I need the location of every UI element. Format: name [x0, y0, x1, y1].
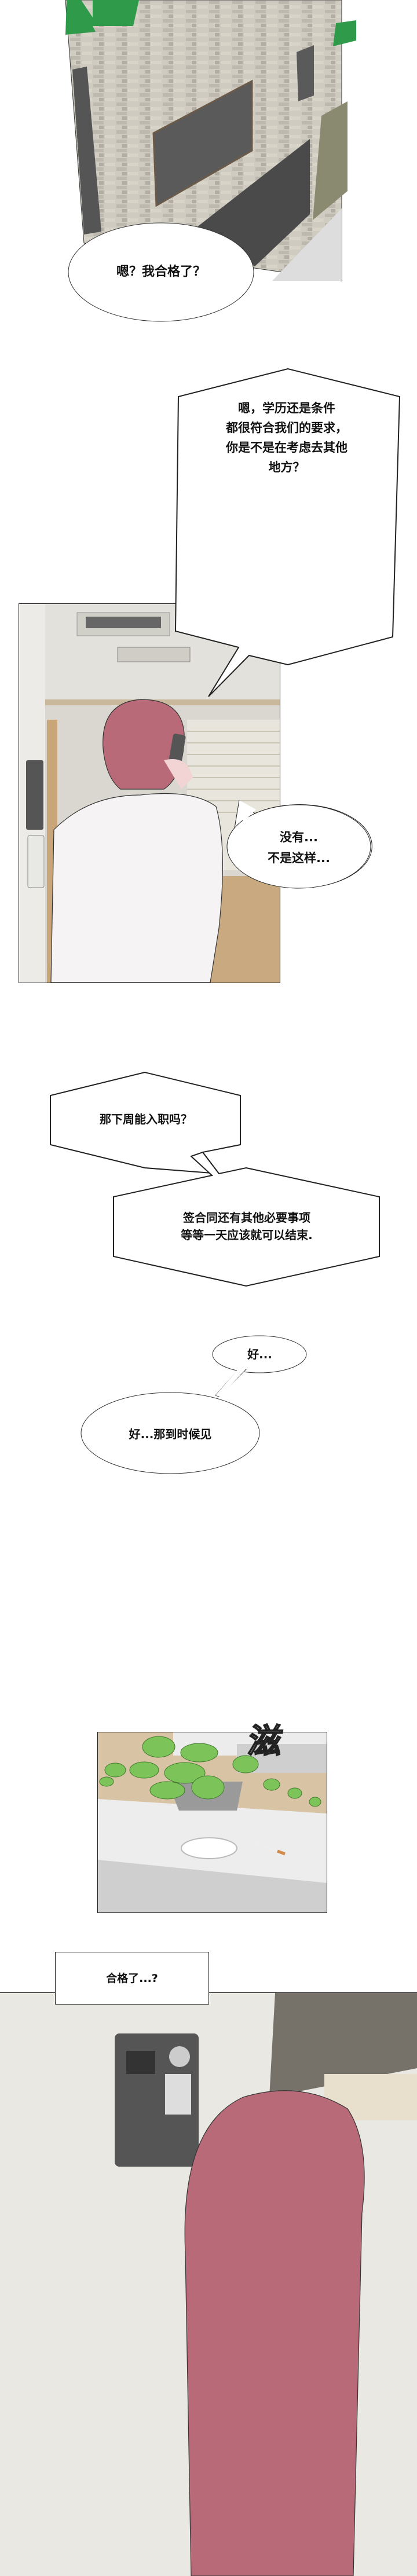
panel-man-door	[0, 1992, 417, 2576]
bubble-3-line-1: 没有...	[280, 830, 318, 844]
speech-bubble-1-shape	[68, 222, 254, 322]
speech-bubble-2-shape	[174, 368, 401, 697]
panel-building	[0, 0, 417, 347]
bubble-2-line-3: 你是不是在考虑去其他	[226, 441, 348, 455]
speech-bubbles-4-5-shape	[50, 1071, 380, 1287]
speech-bubble-2: 嗯，学历还是条件 都很符合我们的要求， 你是不是在考虑去其他 地方？	[177, 398, 397, 477]
building-illustration	[65, 0, 356, 281]
sound-effect: 滋	[246, 1721, 286, 1761]
speech-bubble-3: 没有... 不是这样...	[227, 827, 371, 869]
bubble-5-line-2: 等等一天应该就可以结束.	[181, 1228, 313, 1242]
bubble-3-line-2: 不是这样...	[268, 851, 330, 865]
bubble-2-line-2: 都很符合我们的要求，	[226, 421, 348, 435]
speech-bubble-1: 嗯？我合格了？	[116, 265, 206, 279]
bubble-5-line-1: 签合同还有其他必要事项	[183, 1211, 310, 1225]
speech-bubbles-6-7-shape	[81, 1335, 307, 1474]
man-door-illustration	[115, 1993, 417, 2576]
speech-bubble-7: 好...那到时候见	[129, 1427, 212, 1441]
speech-bubble-3-shape	[226, 800, 372, 889]
speech-bubble-6: 好...	[247, 1347, 272, 1361]
caption-box: 合格了...?	[55, 1952, 209, 2005]
bubble-2-line-4: 地方？	[268, 460, 305, 474]
bubble-2-line-1: 嗯，学历还是条件	[238, 401, 335, 415]
plant-ashtray-illustration	[98, 1732, 327, 1912]
speech-bubble-5: 签合同还有其他必要事项 等等一天应该就可以结束.	[114, 1209, 380, 1244]
caption-text: 合格了...?	[106, 1972, 158, 1985]
panel-plant-table	[97, 1732, 327, 1913]
speech-bubble-4: 那下周能入职吗？	[100, 1112, 192, 1126]
